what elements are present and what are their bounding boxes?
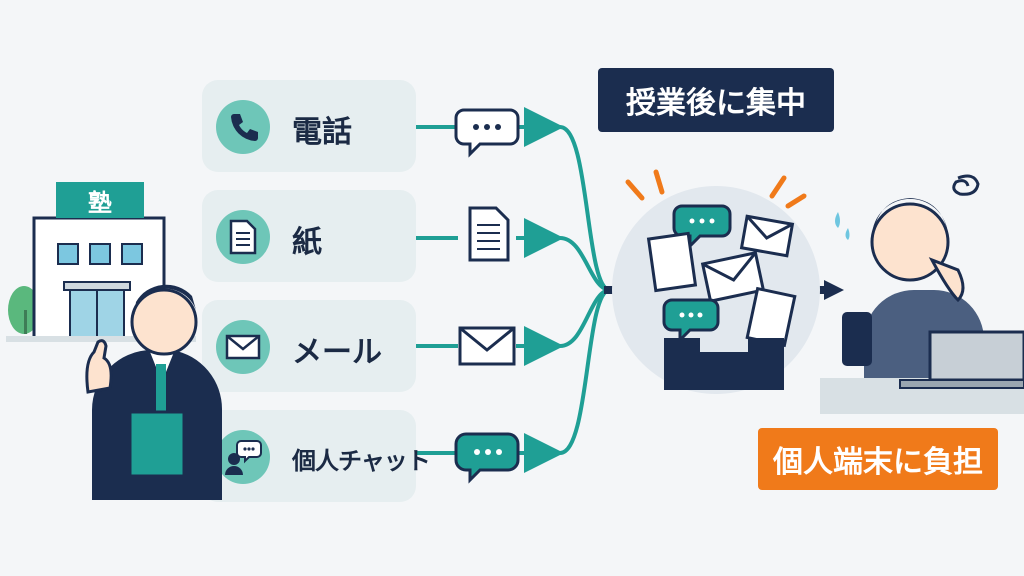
- envelope-icon: [458, 326, 516, 366]
- concentration-tag: 授業後に集中: [598, 68, 834, 132]
- chat-user-icon: [216, 430, 270, 484]
- channel-card-mail: メール: [202, 300, 416, 392]
- speech-bubble-icon: [454, 108, 520, 158]
- burden-tag: 個人端末に負担: [758, 428, 998, 490]
- channel-label: 個人チャット: [292, 447, 431, 475]
- channel-card-phone: 電話: [202, 80, 416, 172]
- channel-card-paper: 紙: [202, 190, 416, 282]
- chat-bubble-icon: [454, 432, 520, 484]
- document-icon: [216, 210, 270, 264]
- phone-icon: [216, 100, 270, 154]
- channel-label: 紙: [292, 225, 322, 260]
- school-sign: 塾: [56, 182, 144, 218]
- channel-label: メール: [292, 335, 382, 370]
- channel-card-chat: 個人チャット: [202, 410, 431, 502]
- document-icon: [468, 206, 510, 262]
- envelope-icon: [216, 320, 270, 374]
- channel-label: 電話: [292, 115, 352, 150]
